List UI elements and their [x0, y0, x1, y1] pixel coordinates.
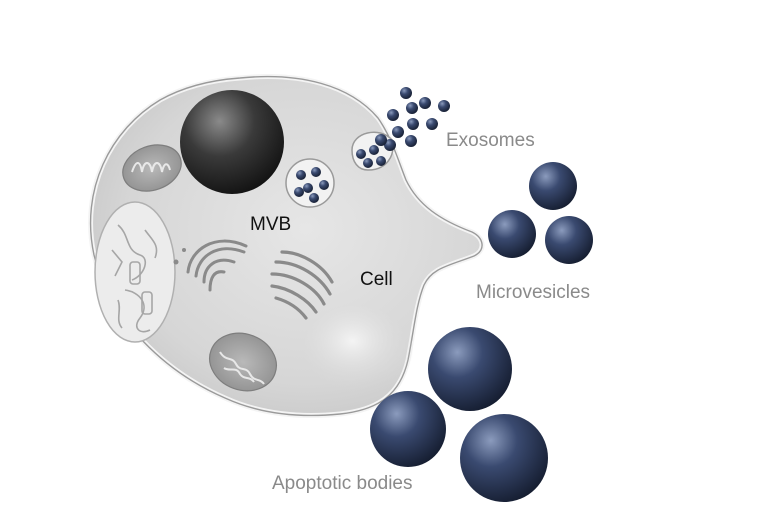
- label-apoptotic-bodies: Apoptotic bodies: [272, 473, 413, 494]
- label-cell: Cell: [360, 269, 393, 290]
- apoptotic-body-cluster: [370, 327, 548, 502]
- label-exosomes: Exosomes: [446, 130, 535, 151]
- golgi-apparatus: [173, 239, 248, 292]
- microvesicle-cluster: [488, 162, 593, 264]
- organelle-left-network: [111, 224, 158, 333]
- mitochondrion-top: [122, 144, 182, 192]
- membrane-bleb: [303, 305, 413, 395]
- label-mvb: MVB: [250, 214, 291, 235]
- organelle-left: [94, 201, 176, 343]
- endoplasmic-reticulum: [270, 250, 334, 320]
- mvb: [285, 158, 335, 208]
- nucleus: [180, 90, 284, 194]
- label-microvesicles: Microvesicles: [476, 282, 590, 303]
- mitochondrion-bottom: [209, 332, 277, 392]
- exosome-cluster: [375, 87, 450, 151]
